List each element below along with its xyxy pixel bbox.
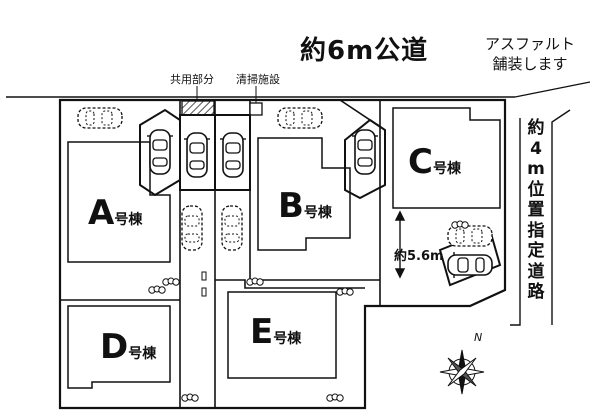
building-b-label: B号棟	[278, 186, 332, 226]
building-outlines	[67, 107, 501, 389]
car-dashed-icon	[447, 225, 493, 247]
dimension-label: 約5.6m	[394, 249, 444, 264]
car-dashed-icon	[221, 205, 243, 251]
shrub-icon	[148, 285, 166, 294]
car-icon	[447, 251, 493, 279]
car-icon	[146, 129, 174, 175]
car-icon	[351, 129, 379, 175]
building-a-label: A号棟	[88, 193, 142, 233]
car-dashed-icon	[277, 107, 323, 129]
car-icon	[219, 132, 247, 178]
building-b-suffix: 号棟	[303, 205, 332, 221]
building-e-outline	[227, 291, 337, 379]
building-b-outline	[257, 137, 351, 251]
north-label: N	[474, 331, 483, 344]
road-edge-right	[514, 81, 591, 98]
building-e-suffix: 号棟	[273, 331, 302, 347]
paving-note-line-1: アスファルト	[484, 35, 575, 53]
side-road-boundary	[510, 118, 521, 326]
building-d-outline	[67, 305, 171, 389]
paving-note: アスファルト 舗装します	[470, 34, 590, 74]
shrub-icon	[326, 393, 344, 402]
shrub-icon	[162, 277, 180, 286]
building-a-letter: A	[88, 193, 115, 233]
bollard-icon	[201, 287, 207, 297]
building-d-suffix: 号棟	[128, 346, 157, 362]
cleaning-facility-box	[249, 102, 263, 116]
car-icon	[183, 132, 211, 178]
building-d-label: D号棟	[100, 327, 156, 367]
shrub-icon	[336, 287, 354, 296]
building-c-suffix: 号棟	[432, 161, 461, 177]
building-c-letter: C	[408, 142, 433, 182]
building-e-label: E号棟	[250, 312, 301, 352]
car-dashed-icon	[181, 205, 203, 251]
common-area-label: 共用部分	[170, 73, 214, 86]
building-a-suffix: 号棟	[114, 212, 143, 228]
shrub-icon	[451, 220, 469, 229]
shrub-icon	[246, 277, 264, 286]
building-c-outline	[392, 107, 501, 209]
building-e-letter: E	[250, 312, 274, 352]
side-road-label: 約 4 m 位 置 指 定 道 路	[527, 118, 545, 302]
common-area-hatch	[181, 100, 215, 116]
side-road-east-edge	[551, 109, 571, 325]
dimension-arrow	[394, 210, 406, 279]
car-dashed-icon	[77, 107, 123, 129]
paving-note-line-2: 舗装します	[492, 55, 568, 73]
building-c-label: C号棟	[408, 142, 461, 182]
bollard-icon	[201, 271, 207, 281]
north-compass-icon	[439, 349, 485, 395]
main-road-label: 約6m公道	[300, 36, 429, 66]
building-d-letter: D	[100, 327, 129, 367]
building-b-letter: B	[278, 186, 304, 226]
cleaning-facility-label: 清掃施設	[236, 73, 280, 86]
site-boundary	[58, 98, 507, 410]
shrub-icon	[181, 393, 199, 402]
